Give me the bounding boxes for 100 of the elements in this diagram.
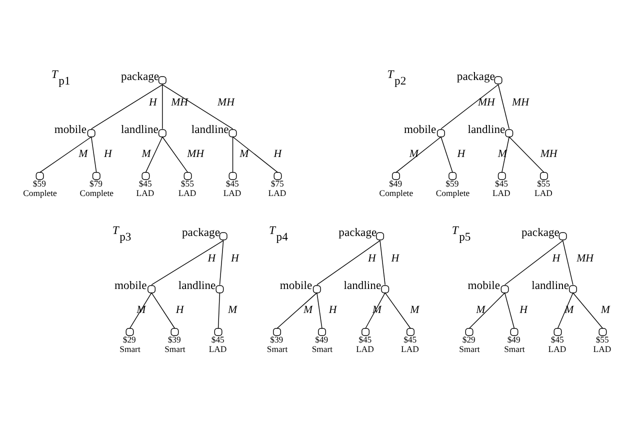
node-label: $75 [270, 178, 284, 189]
connector [440, 136, 453, 173]
connector [90, 136, 97, 173]
connector [129, 292, 152, 329]
edge-label: H [457, 148, 466, 160]
node-label: LAD [534, 188, 552, 198]
connector [498, 84, 510, 130]
node-label: package [456, 70, 495, 84]
node-label: LAD [223, 188, 242, 198]
edge-label: M [304, 304, 313, 316]
node-label: LAD [268, 188, 286, 198]
connector [151, 240, 224, 286]
edge-label: MH [540, 148, 558, 160]
node-label: Smart [312, 344, 333, 354]
connector [276, 292, 318, 329]
node-label: Smart [504, 344, 525, 354]
node-label: $49 [315, 334, 328, 345]
node-label: $45 [358, 334, 372, 345]
node-label: LAD [136, 188, 154, 198]
node-label: $55 [537, 178, 550, 189]
node-label: Smart [164, 344, 186, 354]
edge-label: H [176, 304, 184, 316]
node-label: $45 [226, 178, 239, 189]
node-label: $39 [168, 334, 181, 345]
node-label: landline [178, 279, 216, 292]
edge-label: M [409, 148, 418, 160]
node-label: mobile [468, 279, 500, 292]
edge-label: M [410, 304, 420, 316]
connector [218, 292, 220, 329]
node-label: package [182, 226, 220, 240]
connector [219, 240, 224, 286]
node-label: mobile [54, 123, 87, 136]
edge-label: MH [218, 96, 234, 108]
node-label: $39 [270, 334, 284, 345]
node-label: mobile [114, 279, 147, 292]
edge-label: MH [187, 148, 204, 160]
edge-label: H [368, 252, 376, 264]
connector [504, 240, 564, 286]
node-label: $45 [495, 178, 508, 189]
node-label: landline [468, 123, 506, 136]
node-label: $55 [596, 334, 609, 345]
node-label: Complete [80, 188, 114, 198]
node-label: package [121, 70, 160, 84]
node-label: $49 [507, 334, 520, 345]
node-label: $45 [211, 334, 224, 345]
node-label: $29 [462, 334, 476, 345]
edge-label: MH [171, 96, 188, 108]
edge-label: H [520, 304, 528, 316]
edge-label: MH [512, 96, 529, 108]
connector [316, 292, 322, 329]
edge-label: M [600, 304, 610, 316]
connector [90, 84, 163, 130]
connector [384, 292, 411, 329]
node-label: LAD [208, 344, 227, 354]
node-label: LAD [401, 344, 419, 354]
edge-label: H [274, 148, 282, 160]
node-label: Smart [120, 344, 140, 354]
connector [39, 136, 92, 173]
node-label: Smart [266, 344, 288, 354]
node-label: landline [532, 279, 569, 292]
node-label: $49 [389, 178, 402, 189]
edge-label: M [78, 148, 88, 160]
node-label: $79 [90, 178, 103, 189]
node-label: Smart [459, 344, 480, 354]
edge-label: H [230, 252, 239, 264]
node-label: LAD [356, 344, 374, 354]
connector [232, 136, 278, 173]
node-label: $45 [550, 334, 564, 345]
node-label: Complete [23, 188, 57, 198]
connector [440, 84, 499, 130]
node-label: landline [344, 279, 382, 292]
node-label: LAD [178, 188, 196, 198]
node-label: landline [191, 123, 229, 136]
connector [151, 292, 176, 329]
connector [162, 136, 188, 173]
edge-label: MH [576, 252, 594, 264]
node-label: mobile [280, 279, 312, 292]
connector [562, 240, 574, 286]
node-label: $55 [180, 178, 194, 189]
node-label: package [338, 226, 377, 240]
node-label: mobile [404, 123, 436, 136]
node-label: $45 [138, 178, 152, 189]
connector [396, 136, 442, 173]
node-label: Complete [436, 188, 470, 198]
edge-label: H [104, 148, 112, 160]
connector [508, 136, 544, 173]
edge-label: M [228, 304, 238, 316]
node-label: Complete [379, 188, 414, 198]
node-label: $45 [404, 334, 417, 345]
connector [232, 136, 234, 173]
edge-label: H [148, 96, 157, 108]
node-label: $59 [32, 178, 46, 189]
node-label: LAD [548, 344, 566, 354]
node-label: LAD [593, 344, 612, 354]
edge-label: H [552, 252, 560, 264]
node-label: $29 [122, 334, 136, 345]
connector [504, 292, 515, 329]
connector [162, 84, 163, 130]
edge-label: M [476, 304, 486, 316]
node-label: package [521, 226, 560, 240]
